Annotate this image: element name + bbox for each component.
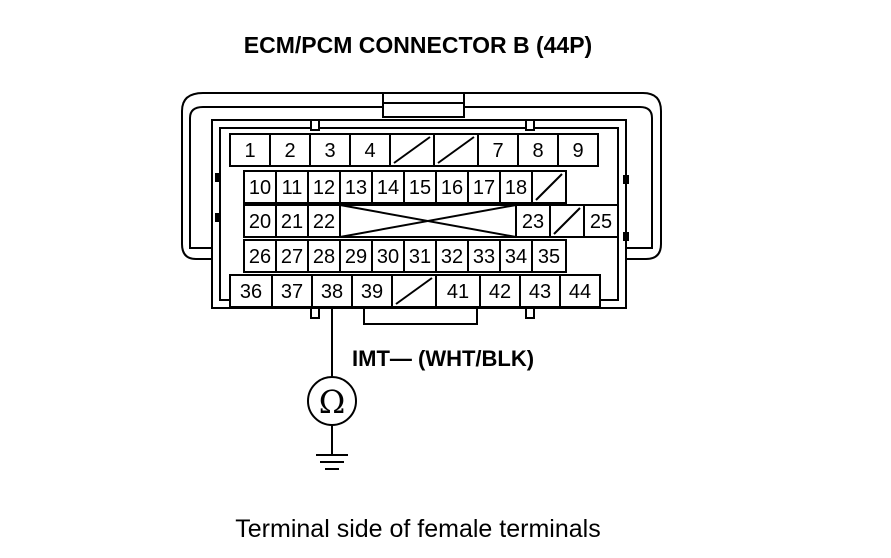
terminal-number: 42	[489, 281, 511, 303]
caption: Terminal side of female terminals	[235, 515, 600, 543]
terminal-number: 15	[409, 177, 431, 199]
terminal-26: 26	[243, 239, 277, 273]
terminal-41: 41	[435, 274, 481, 308]
terminal-number: 21	[281, 211, 303, 233]
terminal-number: 28	[313, 246, 335, 268]
terminal-number: 16	[441, 177, 463, 199]
terminal-11: 11	[275, 170, 309, 204]
terminal-number: 25	[590, 211, 612, 233]
terminal-37: 37	[271, 274, 313, 308]
terminal-42: 42	[479, 274, 521, 308]
ohm-symbol: Ω	[319, 383, 346, 421]
terminal-36: 36	[229, 274, 273, 308]
terminal-blank	[391, 274, 437, 308]
terminal-number: 8	[532, 140, 543, 162]
terminal-number: 36	[240, 281, 262, 303]
terminal-number: 11	[282, 177, 303, 199]
terminal-2: 2	[269, 133, 311, 167]
terminal-31: 31	[403, 239, 437, 273]
terminal-4: 4	[349, 133, 391, 167]
terminal-33: 33	[467, 239, 501, 273]
terminal-43: 43	[519, 274, 561, 308]
terminal-34: 34	[499, 239, 533, 273]
terminal-8: 8	[517, 133, 559, 167]
terminal-number: 44	[569, 281, 591, 303]
terminal-9: 9	[557, 133, 599, 167]
terminal-number: 12	[313, 177, 335, 199]
vacant-slash	[395, 277, 433, 305]
wire-label: IMT— (WHT/BLK)	[352, 346, 534, 371]
terminal-18: 18	[499, 170, 533, 204]
terminal-number: 32	[441, 246, 463, 268]
terminal-13: 13	[339, 170, 373, 204]
terminal-number: 10	[249, 177, 271, 199]
terminal-number: 31	[409, 246, 431, 268]
terminal-3: 3	[309, 133, 351, 167]
vacant-slash	[393, 136, 431, 164]
terminal-16: 16	[435, 170, 469, 204]
terminal-blank	[531, 170, 567, 204]
terminal-7: 7	[477, 133, 519, 167]
terminal-number: 29	[345, 246, 367, 268]
terminal-number: 17	[473, 177, 495, 199]
terminal-number: 43	[529, 281, 551, 303]
terminal-number: 41	[447, 281, 469, 303]
terminal-15: 15	[403, 170, 437, 204]
terminal-44: 44	[559, 274, 601, 308]
terminal-21: 21	[275, 204, 309, 238]
terminal-number: 18	[505, 177, 527, 199]
vacant-slash	[535, 173, 563, 201]
terminal-10: 10	[243, 170, 277, 204]
vacant-slash	[437, 136, 475, 164]
ground-icon	[316, 454, 348, 470]
terminal-30: 30	[371, 239, 405, 273]
terminal-number: 22	[313, 211, 335, 233]
terminal-number: 35	[538, 246, 560, 268]
terminal-blank	[433, 133, 479, 167]
terminal-17: 17	[467, 170, 501, 204]
terminal-20: 20	[243, 204, 277, 238]
vacant-cross	[339, 204, 517, 238]
terminal-number: 27	[281, 246, 303, 268]
terminal-29: 29	[339, 239, 373, 273]
terminal-27: 27	[275, 239, 309, 273]
vacant-slash	[553, 207, 581, 235]
terminal-12: 12	[307, 170, 341, 204]
terminal-number: 39	[361, 281, 383, 303]
terminal-number: 14	[377, 177, 399, 199]
terminal-number: 34	[505, 246, 527, 268]
terminal-22: 22	[307, 204, 341, 238]
terminal-number: 26	[249, 246, 271, 268]
terminal-35: 35	[531, 239, 567, 273]
terminal-number: 1	[244, 140, 255, 162]
terminal-number: 9	[572, 140, 583, 162]
terminal-25: 25	[583, 204, 619, 238]
ohmmeter-probe: Ω IMT— (WHT/BLK)	[307, 309, 534, 470]
terminal-number: 4	[364, 140, 375, 162]
terminal-1: 1	[229, 133, 271, 167]
terminal-blank	[389, 133, 435, 167]
terminal-number: 3	[324, 140, 335, 162]
terminal-number: 33	[473, 246, 495, 268]
terminal-number: 13	[345, 177, 367, 199]
terminal-number: 7	[492, 140, 503, 162]
terminal-14: 14	[371, 170, 405, 204]
terminal-32: 32	[435, 239, 469, 273]
diagram-title: ECM/PCM CONNECTOR B (44P)	[244, 32, 592, 58]
terminal-23: 23	[515, 204, 551, 238]
terminal-number: 38	[321, 281, 343, 303]
terminal-28: 28	[307, 239, 341, 273]
terminal-39: 39	[351, 274, 393, 308]
terminal-number: 23	[522, 211, 544, 233]
terminal-number: 37	[281, 281, 303, 303]
terminal-38: 38	[311, 274, 353, 308]
terminal-blank	[549, 204, 585, 238]
terminal-number: 30	[377, 246, 399, 268]
terminal-number: 20	[249, 211, 271, 233]
terminal-number: 2	[284, 140, 295, 162]
